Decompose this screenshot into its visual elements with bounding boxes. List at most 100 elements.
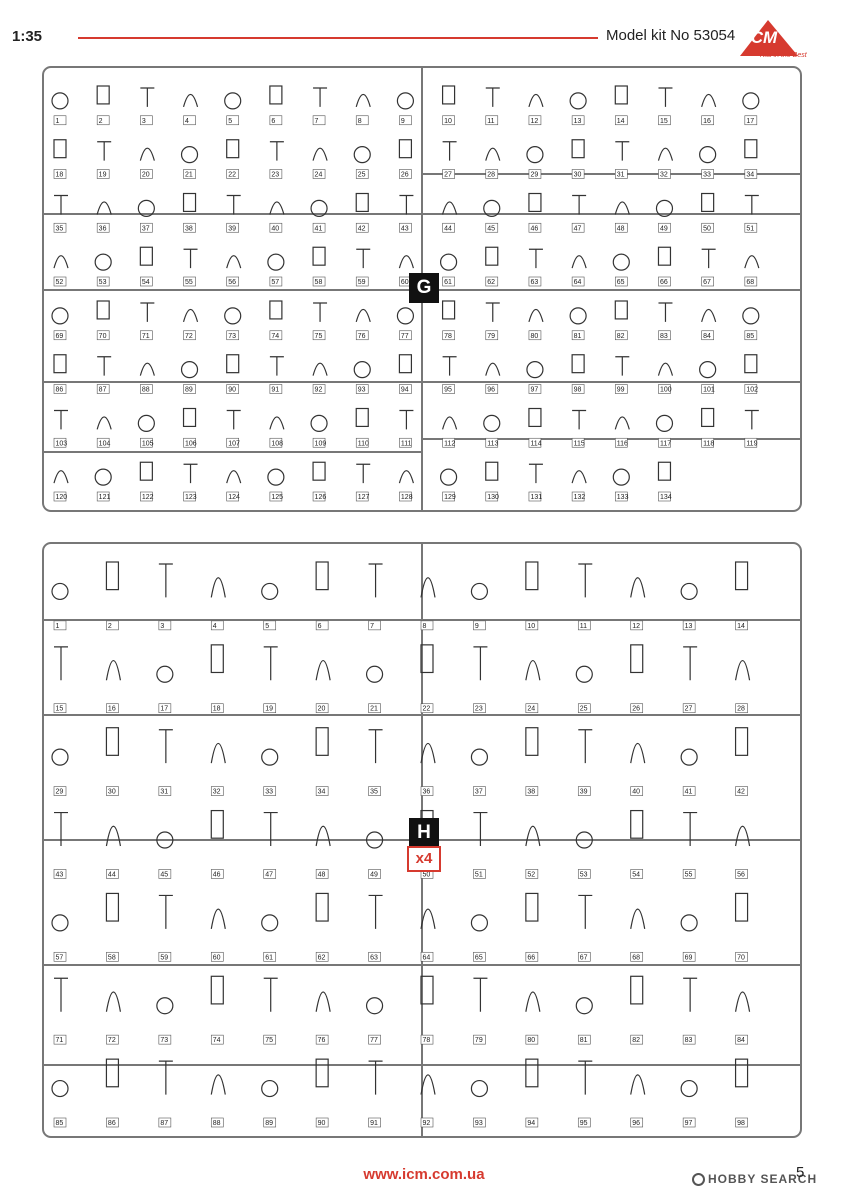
part-number: 74 (213, 1037, 221, 1044)
footer-url[interactable]: www.icm.com.ua (363, 1166, 485, 1183)
part-number: 4 (213, 623, 217, 630)
part-label-box (269, 330, 283, 341)
part-shape (525, 892, 539, 922)
part-number: 94 (401, 387, 409, 394)
part-shape (399, 194, 414, 215)
part-number: 118 (703, 440, 714, 447)
part-number: 38 (527, 789, 535, 796)
part-label-box (744, 437, 758, 448)
watermark-icon (692, 1173, 705, 1186)
part-label-box (442, 437, 455, 448)
part-label-box (53, 115, 67, 126)
part-shape (54, 646, 68, 681)
part-number: 23 (475, 706, 483, 713)
part-number: 48 (617, 225, 625, 232)
part-number: 41 (685, 789, 693, 796)
part-label-box (485, 437, 499, 448)
part-label-box (614, 276, 628, 287)
part-label-box (735, 786, 748, 796)
part-number: 57 (271, 279, 279, 286)
part-label-box (315, 786, 329, 796)
part-number: 12 (530, 118, 538, 125)
part-shape (442, 201, 458, 215)
part-label-box (658, 330, 671, 341)
part-number: 74 (271, 333, 279, 340)
part-shape (356, 248, 371, 269)
part-label-box (614, 491, 628, 502)
part-label-box (682, 703, 696, 714)
part-number: 37 (142, 225, 150, 232)
part-number: 131 (530, 494, 542, 501)
part-label-box (473, 703, 486, 714)
part-shape (94, 468, 112, 486)
part-number: 43 (56, 871, 64, 878)
part-shape (578, 563, 593, 598)
part-shape (578, 1060, 593, 1095)
part-number: 91 (271, 387, 279, 394)
part-shape (525, 991, 541, 1012)
part-label-box (473, 786, 486, 796)
part-label-box (571, 330, 585, 341)
part-shape (368, 563, 383, 598)
part-number: 41 (315, 225, 323, 232)
part-shape (137, 199, 155, 217)
part-number: 2 (99, 118, 103, 125)
part-number: 47 (574, 225, 582, 232)
part-label-box (96, 115, 110, 126)
part-label-box (735, 869, 748, 879)
part-shape (312, 461, 326, 481)
part-number: 86 (108, 1120, 116, 1127)
part-number: 8 (358, 118, 362, 125)
part-shape (226, 255, 242, 269)
part-shape (54, 409, 68, 430)
part-label-box (420, 951, 434, 962)
part-shape (470, 1079, 489, 1098)
part-shape (578, 894, 593, 929)
part-label-box (682, 1034, 696, 1045)
part-shape (158, 1060, 173, 1095)
part-shape (630, 809, 644, 839)
part-number: 93 (475, 1120, 483, 1127)
part-label-box (226, 384, 240, 394)
part-label-box (158, 703, 172, 714)
part-shape (680, 748, 698, 766)
part-label-box (744, 222, 758, 233)
part-number: 25 (358, 172, 366, 179)
part-label-box (210, 1117, 224, 1128)
part-label-box (140, 276, 153, 287)
part-label-box (744, 169, 758, 179)
part-shape (261, 914, 279, 932)
part-label-box (368, 1117, 381, 1128)
part-label-box (96, 437, 110, 448)
part-shape (630, 908, 646, 929)
watermark-text: HOBBY SEARCH (708, 1172, 818, 1186)
part-number: 53 (99, 279, 107, 286)
part-shape (525, 1058, 539, 1088)
part-label-box (355, 276, 369, 287)
part-label-box (577, 1034, 591, 1045)
part-number: 58 (108, 954, 116, 961)
part-number: 68 (746, 279, 754, 286)
part-label-box (614, 330, 628, 341)
part-label-box (183, 384, 196, 394)
part-label-box (355, 115, 369, 126)
part-number: 15 (660, 118, 668, 125)
part-shape (365, 997, 384, 1015)
part-label-box (420, 1117, 434, 1128)
part-number: 87 (160, 1120, 168, 1127)
part-label-box (701, 330, 714, 341)
part-number: 127 (358, 494, 370, 501)
part-number: 85 (56, 1120, 64, 1127)
part-label-box (210, 620, 224, 631)
part-label-box (420, 703, 434, 714)
part-shape (569, 92, 587, 110)
part-shape (744, 354, 758, 374)
part-shape (485, 87, 500, 107)
part-shape (156, 997, 174, 1015)
part-shape (210, 809, 224, 839)
part-shape (615, 141, 630, 161)
part-label-box (183, 276, 196, 287)
part-label-box (312, 491, 326, 502)
part-shape (182, 93, 199, 108)
part-label-box (701, 437, 714, 448)
